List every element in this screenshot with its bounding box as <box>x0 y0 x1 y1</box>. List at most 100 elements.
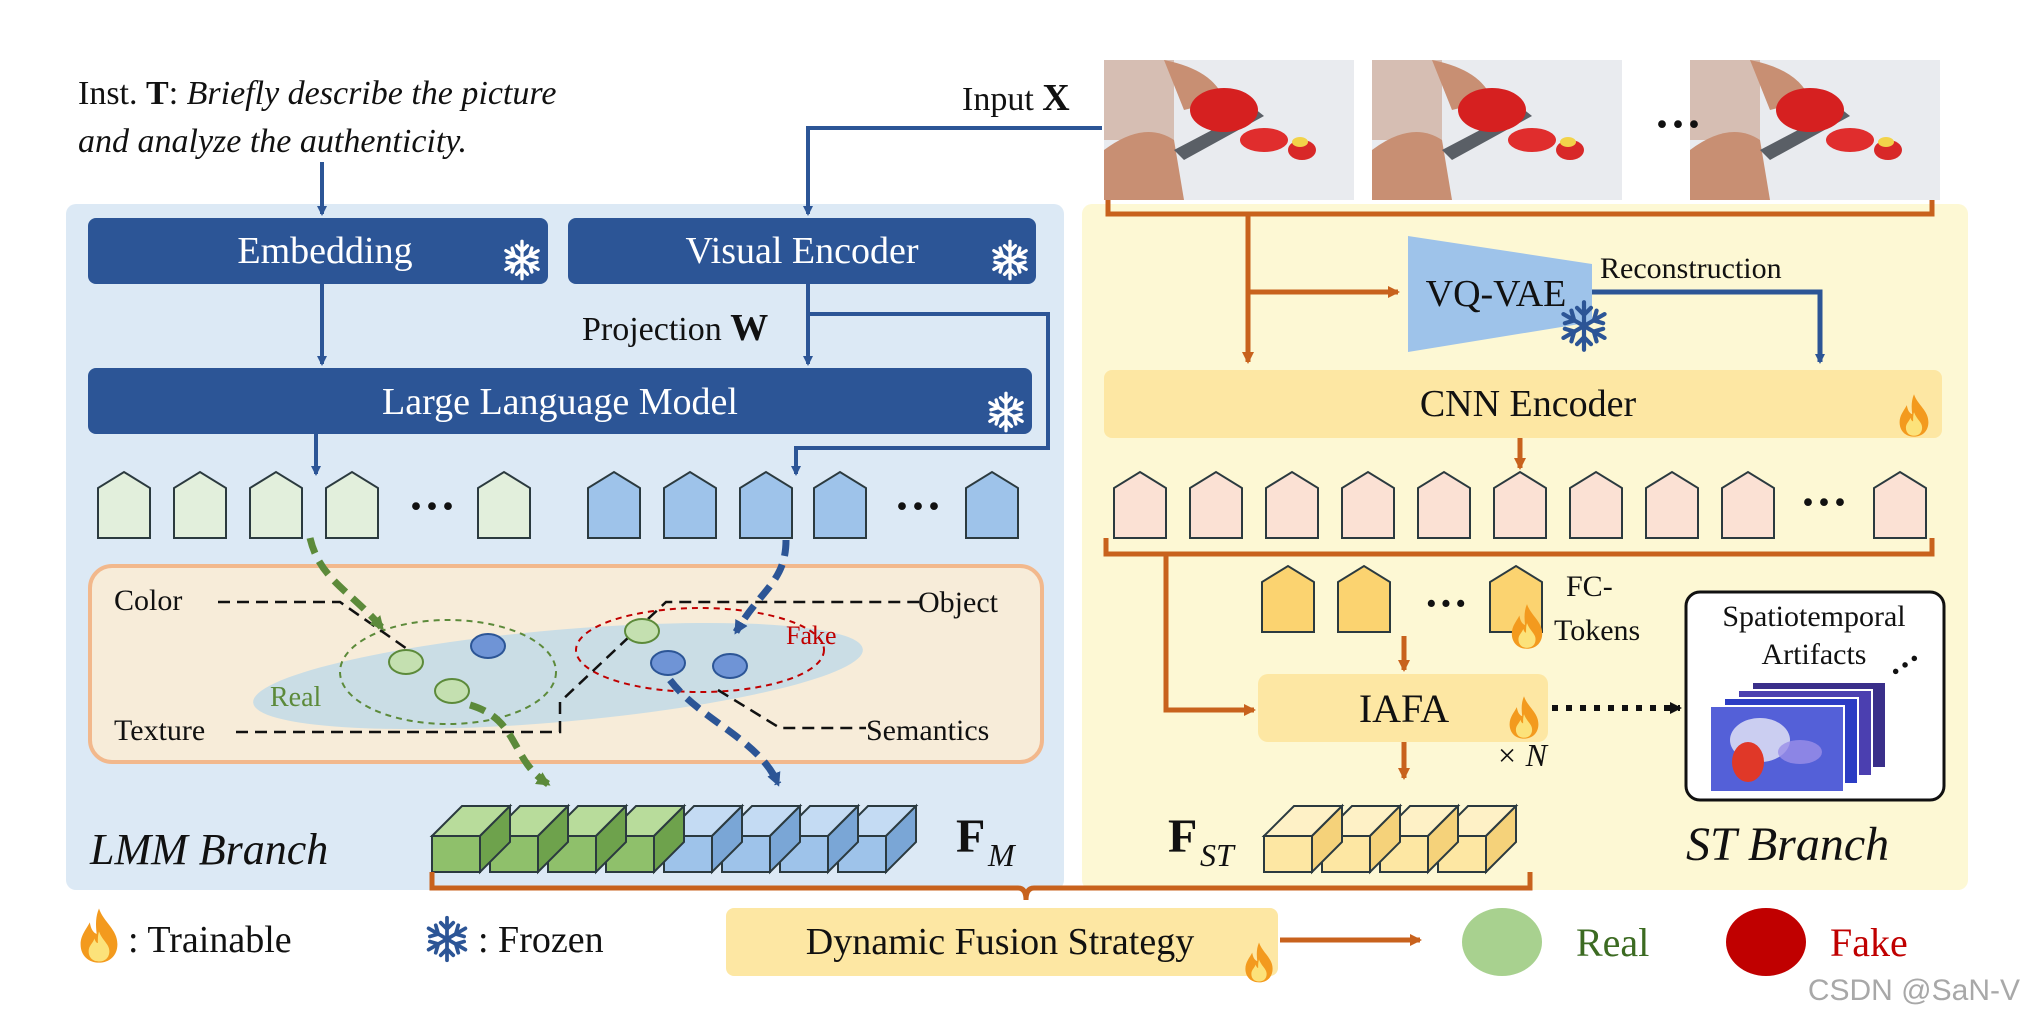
input-label: Input X <box>962 77 1070 119</box>
st-token <box>1265 470 1319 539</box>
text-token <box>325 470 379 539</box>
fake-cluster-label: Fake <box>786 621 837 650</box>
st-token-ellipsis: ··· <box>1800 476 1848 529</box>
embedding-label: Embedding <box>237 230 412 272</box>
st-token <box>1645 470 1699 539</box>
frames-ellipsis: ··· <box>1654 98 1702 151</box>
svg-text:Inst. T: Briefly describe the: Inst. T: Briefly describe the picture <box>78 75 556 112</box>
fc-token <box>1261 564 1315 633</box>
svg-text:Artifacts: Artifacts <box>1762 638 1867 671</box>
cnn-encoder-label: CNN Encoder <box>1420 383 1637 425</box>
st-token <box>1113 470 1167 539</box>
lmm-token-row <box>97 470 1019 539</box>
visual-encoder-label: Visual Encoder <box>685 230 918 272</box>
svg-text:ST: ST <box>1200 837 1236 873</box>
svg-text:Projection W: Projection W <box>582 307 768 349</box>
feature-cube <box>429 803 513 875</box>
st-token <box>1189 470 1243 539</box>
real-output-label: Real <box>1576 920 1649 965</box>
video-frame <box>1372 60 1622 200</box>
reconstruction-arrow <box>1592 289 1825 364</box>
lmm-visual-token-ellipsis: ··· <box>894 480 942 533</box>
watermark: CSDN @SaN-V <box>1808 974 2020 1007</box>
st-token <box>1417 470 1471 539</box>
fc-tokens-label: FC- Tokens <box>1554 570 1640 647</box>
artifacts-label: Spatiotemporal Artifacts <box>1722 600 1905 671</box>
lmm-feature-cubes <box>429 803 919 875</box>
iafa-label: IAFA <box>1359 686 1449 731</box>
fake-output-circle <box>1726 908 1806 976</box>
lmm-branch-panel <box>66 204 1064 890</box>
text-token <box>97 470 151 539</box>
st-feature-cubes <box>1261 803 1519 875</box>
svg-text:F: F <box>956 810 985 863</box>
fake-cluster <box>575 607 825 693</box>
st-token-row <box>1113 470 1927 539</box>
st-token <box>1873 470 1927 539</box>
svg-text:Input X: Input X <box>962 77 1070 119</box>
llm-label: Large Language Model <box>382 381 738 423</box>
llm-block <box>88 368 1032 434</box>
st-feature-symbol: F ST <box>1168 810 1236 873</box>
feature-points <box>388 618 748 704</box>
fc-token <box>1337 564 1391 633</box>
color-label: Color <box>114 584 182 617</box>
input-video-frames <box>1104 60 1940 200</box>
visual-token <box>965 470 1019 539</box>
svg-text:F: F <box>1168 810 1197 863</box>
artifact-maps <box>1709 681 1887 793</box>
st-token <box>1569 470 1623 539</box>
text-token <box>477 470 531 539</box>
visual-token <box>587 470 641 539</box>
feature-cube <box>1261 803 1345 875</box>
trainable-legend-label: : Trainable <box>128 919 292 961</box>
st-token-brace <box>1103 538 1935 716</box>
real-output-circle <box>1462 908 1542 976</box>
feature-space-leader-lines <box>218 600 920 734</box>
vqvae-block <box>1408 236 1592 352</box>
visual-token <box>813 470 867 539</box>
frames-brace <box>1105 200 1935 217</box>
svg-text:M: M <box>987 837 1017 873</box>
frozen-snowflake-icon <box>426 915 468 963</box>
instruction-symbol: T <box>146 75 169 112</box>
iafa-block <box>1258 674 1548 742</box>
reconstruction-label: Reconstruction <box>1600 252 1782 285</box>
real-cluster-label: Real <box>270 682 322 713</box>
visual-encoder-block <box>568 218 1036 284</box>
fc-token-ellipsis: ··· <box>1424 579 1468 628</box>
semantics-label: Semantics <box>866 714 989 747</box>
object-label: Object <box>918 586 999 619</box>
real-cluster <box>339 619 557 725</box>
instruction-line-2: and analyze the authenticity. <box>78 123 467 160</box>
st-token <box>1721 470 1775 539</box>
fake-output-label: Fake <box>1830 920 1908 965</box>
video-frame <box>1690 60 1940 200</box>
feature-cube <box>487 803 571 875</box>
svg-text:FC-: FC- <box>1566 570 1613 603</box>
svg-text:Tokens: Tokens <box>1554 614 1640 647</box>
st-token <box>1341 470 1395 539</box>
lmm-flow-arrows <box>311 126 1102 476</box>
lmm-text-token-ellipsis: ··· <box>408 480 456 533</box>
lmm-feature-symbol: F M <box>956 810 1017 873</box>
st-branch-label: ST Branch <box>1686 818 1889 871</box>
vqvae-label: VQ-VAE <box>1426 273 1567 315</box>
instruction-text: Inst. T: Briefly describe the picture an… <box>78 75 556 160</box>
instruction-line-1: Briefly describe the picture <box>187 75 557 112</box>
st-token <box>1493 470 1547 539</box>
texture-label: Texture <box>114 714 205 747</box>
cnn-encoder-block <box>1104 370 1942 438</box>
visual-token <box>663 470 717 539</box>
text-token <box>249 470 303 539</box>
projection-label: Projection W <box>582 307 768 349</box>
svg-text:Spatiotemporal: Spatiotemporal <box>1722 600 1905 633</box>
st-top-arrows <box>1242 214 1400 364</box>
frozen-legend-label: : Frozen <box>478 919 604 961</box>
feature-dashed-arrows <box>306 537 790 787</box>
fusion-label: Dynamic Fusion Strategy <box>806 921 1194 963</box>
instruction-prefix: Inst. <box>78 75 138 112</box>
trainable-flame-icon <box>80 908 118 963</box>
repeat-count: × N <box>1496 737 1549 773</box>
video-frame <box>1104 60 1354 200</box>
